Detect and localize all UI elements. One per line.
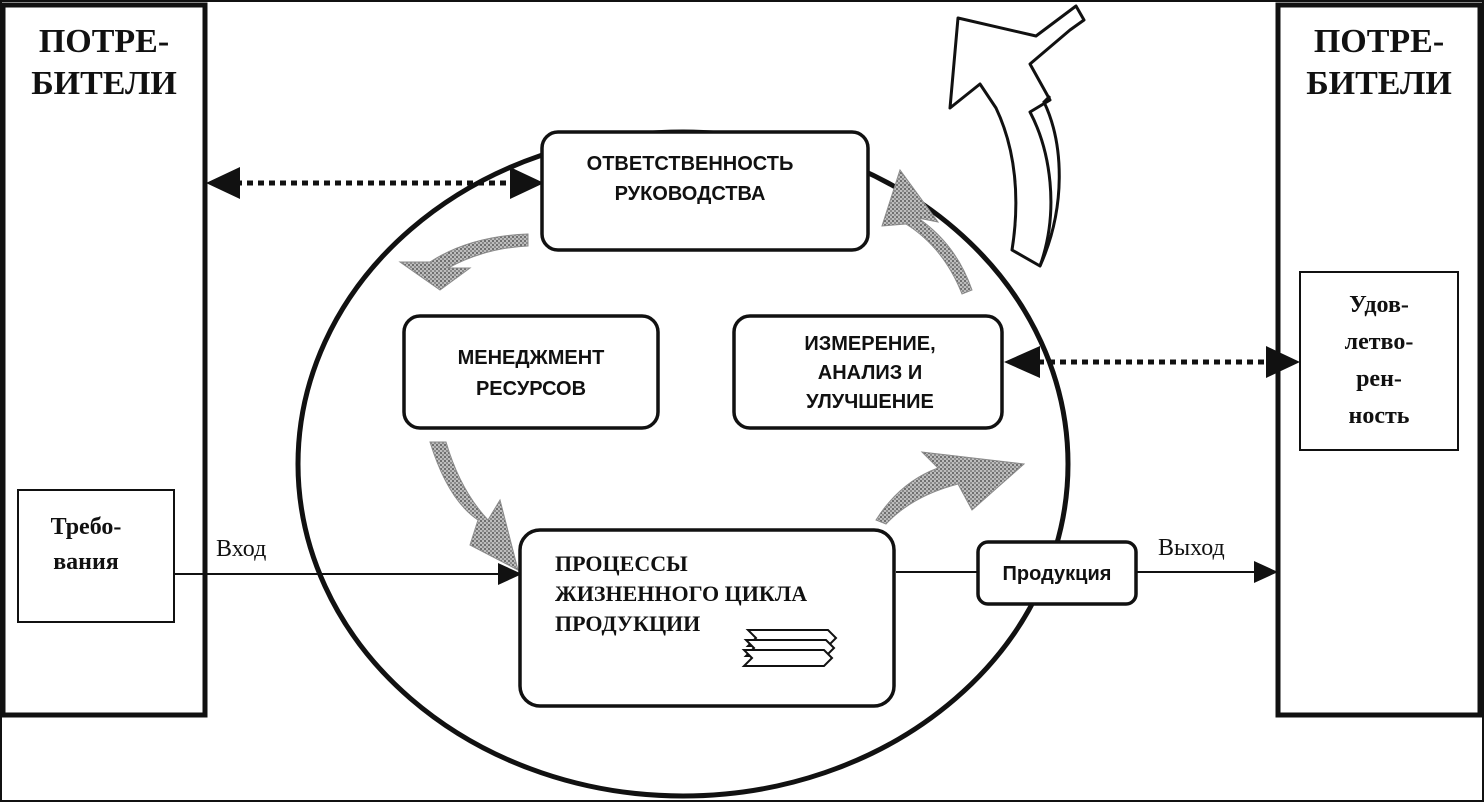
management-line-1: ОТВЕТСТВЕННОСТЬ [587, 153, 794, 175]
cycle-arrow-to-processes [429, 441, 519, 571]
cycle-arrow-to-measurement [875, 451, 1026, 525]
processes-line-2: ЖИЗНЕННОГО ЦИКЛА [555, 581, 807, 606]
left-consumers-title-line-2: БИТЕЛИ [31, 65, 177, 102]
resources-line-2: РЕСУРСОВ [476, 378, 586, 400]
product-box: Продукция [976, 540, 1138, 606]
cycle-arrow-to-management [881, 168, 973, 295]
dotted-link-measurement-satisfaction [1004, 346, 1300, 378]
left-consumers-title-line-1: ПОТРЕ- [39, 23, 169, 60]
input-flow-line [174, 563, 522, 585]
satisfaction-line-3: рен- [1356, 366, 1402, 392]
right-consumers-title-line-1: ПОТРЕ- [1314, 23, 1444, 60]
output-flow-line [896, 561, 1278, 583]
satisfaction-box: Удов- летво- рен- ность [1299, 271, 1459, 451]
satisfaction-line-2: летво- [1345, 329, 1414, 355]
right-consumers-title-line-2: БИТЕЛИ [1306, 65, 1452, 102]
measurement-line-3: УЛУЧШЕНИЕ [806, 391, 934, 413]
product-label: Продукция [1003, 563, 1112, 585]
processes-line-1: ПРОЦЕССЫ [555, 551, 688, 576]
measurement-line-2: АНАЛИЗ И [818, 362, 922, 384]
management-responsibility-box: ОТВЕТСТВЕННОСТЬ РУКОВОДСТВА [540, 130, 870, 252]
resource-management-box: МЕНЕДЖМЕНТ РЕСУРСОВ [402, 314, 660, 430]
improvement-arrow-icon [948, 4, 1086, 268]
dotted-link-consumers-management [206, 167, 544, 199]
process-stack-icon [741, 629, 838, 667]
satisfaction-line-1: Удов- [1349, 292, 1409, 318]
input-label: Вход [216, 536, 266, 562]
cycle-arrow-to-resources [398, 233, 529, 291]
improvement-arrow-fold [1038, 94, 1061, 267]
product-realization-box: ПРОЦЕССЫ ЖИЗНЕННОГО ЦИКЛА ПРОДУКЦИИ [518, 528, 896, 708]
management-line-2: РУКОВОДСТВА [615, 183, 766, 205]
satisfaction-line-4: ность [1349, 403, 1410, 429]
requirements-line-1: Требо- [51, 514, 122, 540]
resources-line-1: МЕНЕДЖМЕНТ [458, 347, 605, 369]
measurement-line-1: ИЗМЕРЕНИЕ, [804, 333, 935, 355]
processes-line-3: ПРОДУКЦИИ [555, 611, 700, 636]
output-label: Выход [1158, 535, 1225, 561]
requirements-box: Требо- вания [17, 489, 175, 623]
measurement-analysis-improvement-box: ИЗМЕРЕНИЕ, АНАЛИЗ И УЛУЧШЕНИЕ [732, 314, 1004, 430]
requirements-line-2: вания [53, 549, 119, 575]
